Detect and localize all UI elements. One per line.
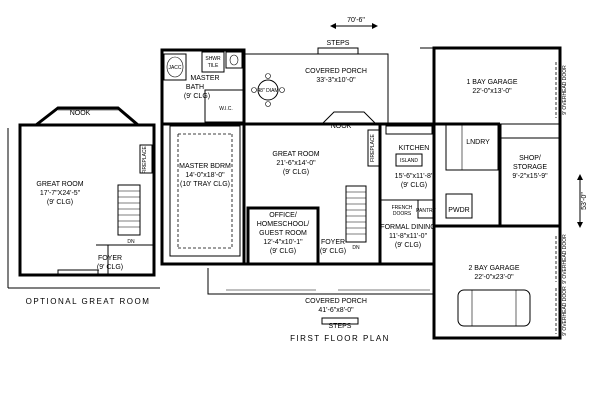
- rear-porch-size: 33'-3"x10'-0": [316, 77, 356, 84]
- garage-1-name: 1 BAY GARAGE: [466, 79, 517, 86]
- kitchen-size: 15'-6"x11'-8": [395, 173, 434, 180]
- jacuzzi-label: JACC: [168, 65, 181, 71]
- laundry-label: LNDRY: [466, 139, 490, 146]
- shop-name: SHOP/: [519, 155, 541, 162]
- first-floor-caption: FIRST FLOOR PLAN: [290, 334, 390, 343]
- formal-dining-name: FORMAL DINING: [380, 224, 435, 231]
- garage-2-name: 2 BAY GARAGE: [468, 265, 519, 272]
- svg-text:70'-6": 70'-6": [347, 17, 365, 24]
- shower-label-line2: TILE: [208, 63, 219, 69]
- optional-great-room-plan: [7, 106, 160, 289]
- french-doors-line2: DOORS: [393, 211, 412, 217]
- optional-nook-label: NOOK: [70, 110, 91, 117]
- great-room-clg: (9' CLG): [283, 169, 309, 176]
- optional-great-room-caption: OPTIONAL GREAT ROOM: [26, 297, 151, 306]
- front-steps-label: STEPS: [329, 323, 352, 330]
- master-bath-name: MASTER: [190, 75, 219, 82]
- shower-label-line1: SHWR: [205, 56, 221, 62]
- rear-porch-name: COVERED PORCH: [305, 68, 367, 75]
- width-dimension: 70'-6": [330, 17, 378, 29]
- optional-stair-dn: DN: [127, 239, 135, 245]
- stair-dn-label: DN: [352, 245, 360, 251]
- overhead-door-1: 9' OVERHEAD DOOR: [562, 65, 568, 115]
- depth-dimension: 53'-0": [577, 174, 588, 228]
- front-porch-name: COVERED PORCH: [305, 298, 367, 305]
- svg-text:53'-0": 53'-0": [581, 192, 588, 210]
- master-bdrm-name: MASTER BDRM: [179, 163, 231, 170]
- table-label: 48" DIAM: [257, 88, 278, 94]
- optional-fireplace-label: FIREPLACE: [142, 145, 148, 173]
- fireplace-label: FIREPLACE: [370, 133, 376, 161]
- pantry-label: PANTRY: [416, 208, 436, 214]
- formal-dining-size: 11'-8"x11'-0": [389, 233, 428, 240]
- garage-2-size: 22'-0"x23'-0": [474, 274, 514, 281]
- garage-1-size: 22'-0"x13'-0": [472, 88, 512, 95]
- optional-great-room-clg: (9' CLG): [47, 199, 73, 206]
- overhead-door-3: 9' OVERHEAD DOOR: [562, 286, 568, 336]
- island-label: ISLAND: [400, 158, 418, 164]
- wic-label: W.I.C.: [219, 106, 233, 112]
- great-room-name: GREAT ROOM: [272, 151, 319, 158]
- office-line2: HOMESCHOOL/: [257, 221, 310, 228]
- formal-dining-clg: (9' CLG): [395, 242, 421, 249]
- master-bath-clg: (9' CLG): [184, 93, 210, 100]
- shop-name2: STORAGE: [513, 164, 547, 171]
- optional-great-room-size: 17'-7"X24'-5": [40, 190, 81, 197]
- great-room-size: 21'-6"x14'-0": [276, 160, 316, 167]
- foyer-name: FOYER: [321, 239, 345, 246]
- office-line1: OFFICE/: [269, 212, 297, 219]
- office-size: 12'-4"x10'-1": [263, 239, 303, 246]
- french-doors-line1: FRENCH: [392, 205, 413, 211]
- master-bdrm-size: 14'-0"x18'-0": [185, 172, 225, 179]
- foyer-clg: (9' CLG): [320, 248, 346, 255]
- optional-great-room-name: GREAT ROOM: [36, 181, 83, 188]
- office-line3: GUEST ROOM: [259, 230, 307, 237]
- master-bdrm-clg: (10' TRAY CLG): [180, 181, 230, 188]
- optional-foyer-clg: (9' CLG): [97, 264, 123, 271]
- powder-label: PWDR: [448, 207, 469, 214]
- front-porch-size: 41'-6"x8'-0": [318, 307, 354, 314]
- main-house-walls: [160, 46, 562, 340]
- shop-size: 9'-2"x15'-9": [512, 173, 548, 180]
- overhead-door-2: 9' OVERHEAD DOOR: [562, 234, 568, 284]
- optional-foyer-name: FOYER: [98, 255, 122, 262]
- nook-label: NOOK: [331, 123, 352, 130]
- office-clg: (9' CLG): [270, 248, 296, 255]
- rear-steps-label: STEPS: [327, 40, 350, 47]
- kitchen-name: KITCHEN: [399, 145, 430, 152]
- kitchen-clg: (9' CLG): [401, 182, 427, 189]
- master-bath-name2: BATH: [186, 84, 204, 91]
